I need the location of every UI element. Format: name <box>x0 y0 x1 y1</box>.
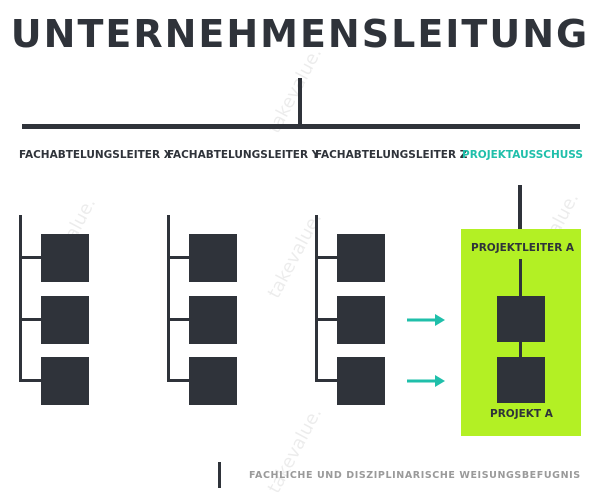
title-connector-line <box>298 78 302 128</box>
legend-line-marker <box>218 462 221 488</box>
watermark: takevalue. <box>263 44 327 137</box>
arrow-right-icon <box>407 314 445 326</box>
project-box <box>497 296 545 342</box>
unit-box <box>189 234 237 282</box>
branch-line <box>167 256 189 259</box>
arrow-right-icon <box>407 375 445 387</box>
hierarchy-horizontal-line <box>22 124 580 129</box>
page-title: UNTERNEHMENSLEITUNG <box>10 12 590 56</box>
project-inner-line <box>519 342 522 357</box>
dept-label-x: FACHABTELUNGSLEITER X <box>19 149 172 161</box>
branch-line <box>19 318 41 321</box>
unit-box <box>41 234 89 282</box>
column-spine-line <box>315 215 318 382</box>
branch-line <box>315 318 337 321</box>
branch-line <box>167 318 189 321</box>
column-spine-line <box>167 215 170 382</box>
unit-box <box>337 296 385 344</box>
dept-label-project-committee: PROJEKTAUSSCHUSS <box>462 149 583 161</box>
unit-box <box>189 296 237 344</box>
unit-box <box>41 296 89 344</box>
branch-line <box>315 379 337 382</box>
unit-box <box>337 234 385 282</box>
column-spine-line <box>19 215 22 382</box>
branch-line <box>19 256 41 259</box>
legend-text: FACHLICHE UND DISZIPLINARISCHE WEISUNGSB… <box>249 470 581 481</box>
branch-line <box>315 256 337 259</box>
project-label: PROJEKT A <box>490 408 553 420</box>
unit-box <box>189 357 237 405</box>
project-connector-line <box>518 185 522 229</box>
project-box <box>497 357 545 403</box>
branch-line <box>167 379 189 382</box>
branch-line <box>19 379 41 382</box>
project-inner-line <box>519 259 522 296</box>
project-leader-label: PROJEKTLEITER A <box>471 242 575 254</box>
unit-box <box>337 357 385 405</box>
watermark: takevalue. <box>263 404 327 497</box>
dept-label-y: FACHABTELUNGSLEITER Y <box>167 149 320 161</box>
unit-box <box>41 357 89 405</box>
dept-label-z: FACHABTELUNGSLEITER Z <box>315 149 468 161</box>
